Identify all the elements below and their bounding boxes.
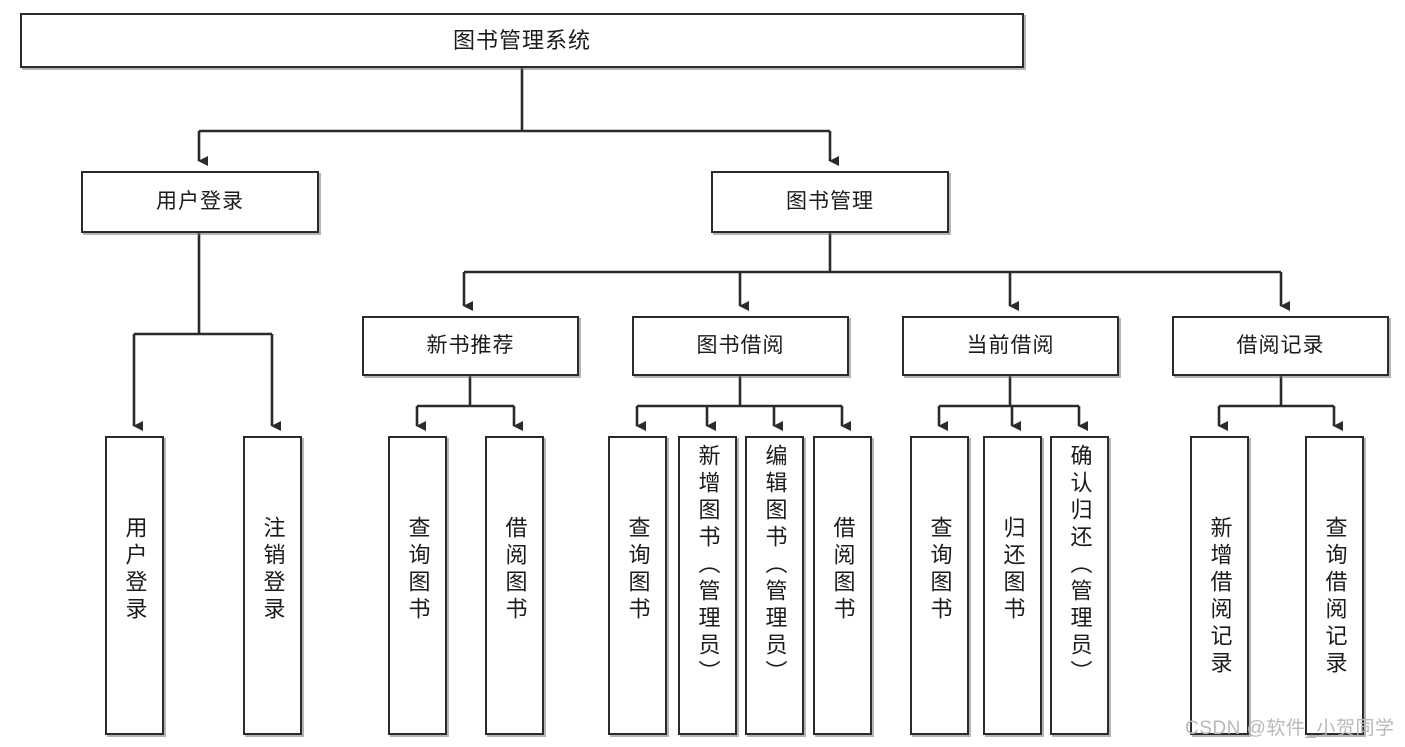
node-leaf-query-book-1[interactable]: 查询图书	[388, 436, 447, 735]
node-leaf-logout-login-label: 注销登录	[260, 516, 286, 624]
node-new-book-recommend[interactable]: 新书推荐	[362, 316, 579, 376]
node-leaf-add-borrow-record[interactable]: 新增借阅记录	[1190, 436, 1249, 735]
node-book-manage-label: 图书管理	[786, 189, 874, 213]
node-leaf-query-borrow-record-label: 查询借阅记录	[1322, 516, 1348, 678]
node-leaf-return-book-label: 归还图书	[1000, 516, 1026, 624]
node-current-borrow[interactable]: 当前借阅	[902, 316, 1119, 376]
node-borrow-record[interactable]: 借阅记录	[1172, 316, 1389, 376]
node-leaf-edit-book-admin[interactable]: 编辑图书（管理员）	[745, 436, 804, 735]
node-leaf-edit-book-admin-label: 编辑图书（管理员）	[762, 444, 788, 687]
node-leaf-query-borrow-record[interactable]: 查询借阅记录	[1305, 436, 1364, 735]
node-root-label: 图书管理系统	[452, 27, 591, 53]
node-leaf-borrow-book-1-label: 借阅图书	[502, 516, 528, 624]
node-leaf-query-book-3[interactable]: 查询图书	[910, 436, 969, 735]
node-leaf-user-login[interactable]: 用户登录	[105, 436, 164, 735]
watermark: CSDN @软件_小贺同学	[1185, 718, 1395, 739]
node-leaf-add-book-admin-label: 新增图书（管理员）	[695, 444, 721, 687]
node-leaf-query-book-3-label: 查询图书	[927, 516, 953, 624]
node-current-borrow-label: 当前借阅	[966, 333, 1055, 357]
node-user-login[interactable]: 用户登录	[81, 171, 319, 233]
node-book-manage[interactable]: 图书管理	[711, 171, 949, 233]
node-leaf-confirm-return-admin[interactable]: 确认归还（管理员）	[1050, 436, 1109, 735]
node-leaf-borrow-book-2[interactable]: 借阅图书	[813, 436, 872, 735]
node-root[interactable]: 图书管理系统	[20, 13, 1024, 68]
node-new-book-recommend-label: 新书推荐	[426, 333, 515, 357]
node-leaf-user-login-label: 用户登录	[122, 516, 148, 624]
node-borrow-record-label: 借阅记录	[1236, 333, 1325, 357]
node-leaf-add-book-admin[interactable]: 新增图书（管理员）	[678, 436, 737, 735]
node-leaf-query-book-2[interactable]: 查询图书	[608, 436, 667, 735]
node-leaf-borrow-book-1[interactable]: 借阅图书	[485, 436, 544, 735]
node-leaf-query-book-2-label: 查询图书	[625, 516, 651, 624]
node-book-borrow[interactable]: 图书借阅	[632, 316, 849, 376]
node-book-borrow-label: 图书借阅	[696, 333, 785, 357]
node-user-login-label: 用户登录	[156, 189, 244, 213]
node-leaf-confirm-return-admin-label: 确认归还（管理员）	[1067, 444, 1093, 687]
node-leaf-query-book-1-label: 查询图书	[405, 516, 431, 624]
node-leaf-logout-login[interactable]: 注销登录	[243, 436, 302, 735]
node-leaf-borrow-book-2-label: 借阅图书	[830, 516, 856, 624]
node-leaf-return-book[interactable]: 归还图书	[983, 436, 1042, 735]
node-leaf-add-borrow-record-label: 新增借阅记录	[1207, 516, 1233, 678]
